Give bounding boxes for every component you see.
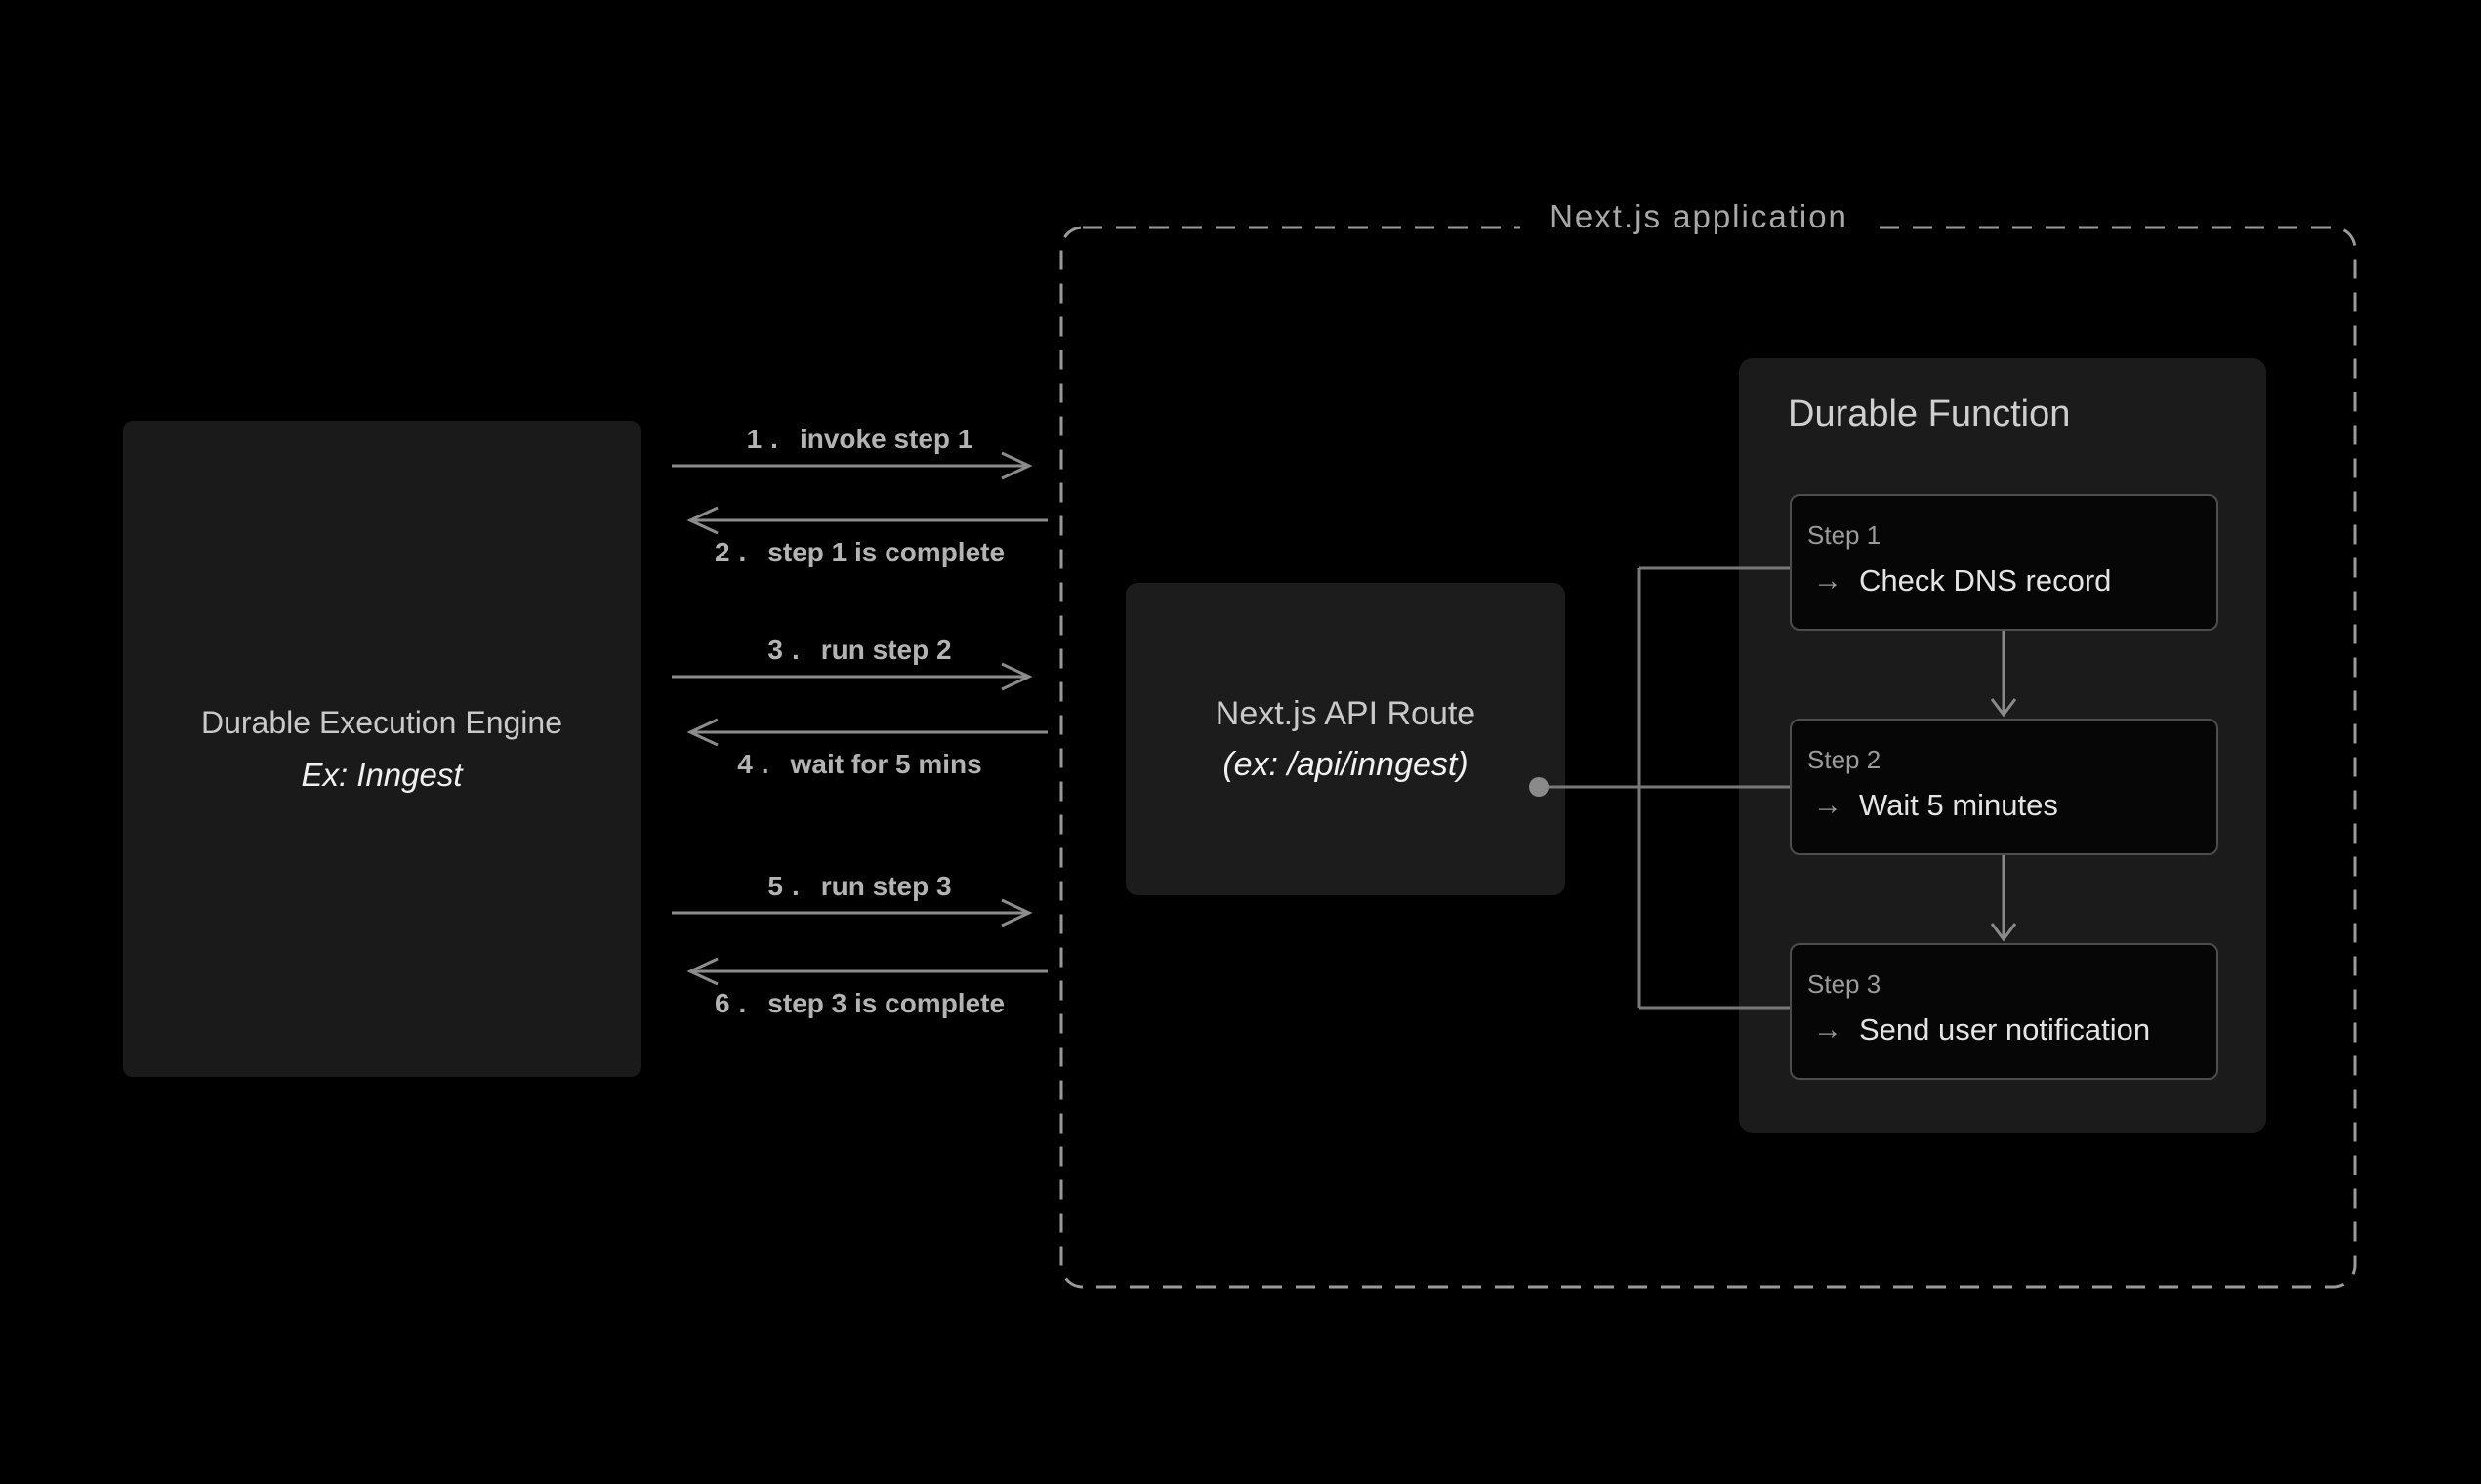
step-2-action: → Wait 5 minutes xyxy=(1807,788,2201,823)
flow-arrow-right-icon xyxy=(672,662,1033,691)
durable-function-title: Durable Function xyxy=(1788,393,2071,434)
message-1-label: 1. invoke step 1 xyxy=(672,423,1048,456)
step-3-box: Step 3 → Send user notification xyxy=(1790,943,2218,1080)
message-6-number: 6. xyxy=(714,988,756,1018)
nextjs-api-route-box: Next.js API Route (ex: /api/inngest) xyxy=(1126,583,1565,895)
step-3-label: Step 3 xyxy=(1807,969,1881,999)
message-5-number: 5. xyxy=(767,871,808,901)
message-5: 5. run step 3 xyxy=(672,871,1048,930)
step-2-box: Step 2 → Wait 5 minutes xyxy=(1790,719,2218,855)
right-arrow-icon: → xyxy=(1813,789,1842,821)
message-3-label: 3. run step 2 xyxy=(672,634,1048,667)
message-6-text: step 3 is complete xyxy=(767,988,1006,1018)
message-3: 3. run step 2 xyxy=(672,635,1048,694)
flow-arrow-right-icon xyxy=(672,451,1033,480)
connector-lines xyxy=(1529,566,1790,1010)
message-4-text: wait for 5 mins xyxy=(790,749,982,779)
api-route-subtitle: (ex: /api/inngest) xyxy=(1222,745,1468,783)
step-2-label: Step 2 xyxy=(1807,745,1881,774)
message-3-text: run step 2 xyxy=(820,635,952,665)
engine-subtitle: Ex: Inngest xyxy=(301,756,463,793)
message-2-number: 2. xyxy=(714,537,756,567)
nextjs-application-container xyxy=(1059,226,2357,1289)
connector-dot xyxy=(1529,777,1549,797)
message-2-label: 2. step 1 is complete xyxy=(672,536,1048,569)
flow-arrow-left-icon xyxy=(686,957,1048,986)
durable-execution-engine-box: Durable Execution Engine Ex: Inngest xyxy=(123,421,641,1077)
right-arrow-icon: → xyxy=(1813,564,1842,597)
message-1: 1. invoke step 1 xyxy=(672,424,1048,483)
down-arrow-icon xyxy=(1990,855,2017,942)
message-1-text: invoke step 1 xyxy=(799,424,973,454)
step-1-box: Step 1 → Check DNS record xyxy=(1790,494,2218,631)
message-5-text: run step 3 xyxy=(820,871,952,901)
message-3-number: 3. xyxy=(767,635,808,665)
step-2-action-text: Wait 5 minutes xyxy=(1859,788,2058,822)
flow-arrow-right-icon xyxy=(672,898,1033,928)
message-4-number: 4. xyxy=(737,749,778,779)
message-2: 2. step 1 is complete xyxy=(672,503,1048,567)
message-6: 6. step 3 is complete xyxy=(672,954,1048,1018)
step-3-action: → Send user notification xyxy=(1807,1012,2201,1048)
down-arrow-icon xyxy=(1990,631,2017,718)
message-4: 4. wait for 5 mins xyxy=(672,715,1048,779)
flow-arrow-left-icon xyxy=(686,506,1048,535)
durable-function-panel: Durable Function Step 1 → Check DNS reco… xyxy=(1739,358,2266,1133)
nextjs-application-title: Next.js application xyxy=(1520,191,1878,242)
engine-title: Durable Execution Engine xyxy=(200,704,562,740)
step-3-action-text: Send user notification xyxy=(1859,1012,2151,1047)
message-5-label: 5. run step 3 xyxy=(672,870,1048,903)
right-arrow-icon: → xyxy=(1813,1013,1842,1046)
api-route-title: Next.js API Route xyxy=(1215,694,1476,732)
message-1-number: 1. xyxy=(746,424,787,454)
message-6-label: 6. step 3 is complete xyxy=(672,987,1048,1020)
message-4-label: 4. wait for 5 mins xyxy=(672,748,1048,781)
step-1-label: Step 1 xyxy=(1807,520,1881,550)
message-2-text: step 1 is complete xyxy=(767,537,1006,567)
step-1-action: → Check DNS record xyxy=(1807,563,2201,598)
flow-arrow-left-icon xyxy=(686,718,1048,747)
step-1-action-text: Check DNS record xyxy=(1859,563,2112,598)
